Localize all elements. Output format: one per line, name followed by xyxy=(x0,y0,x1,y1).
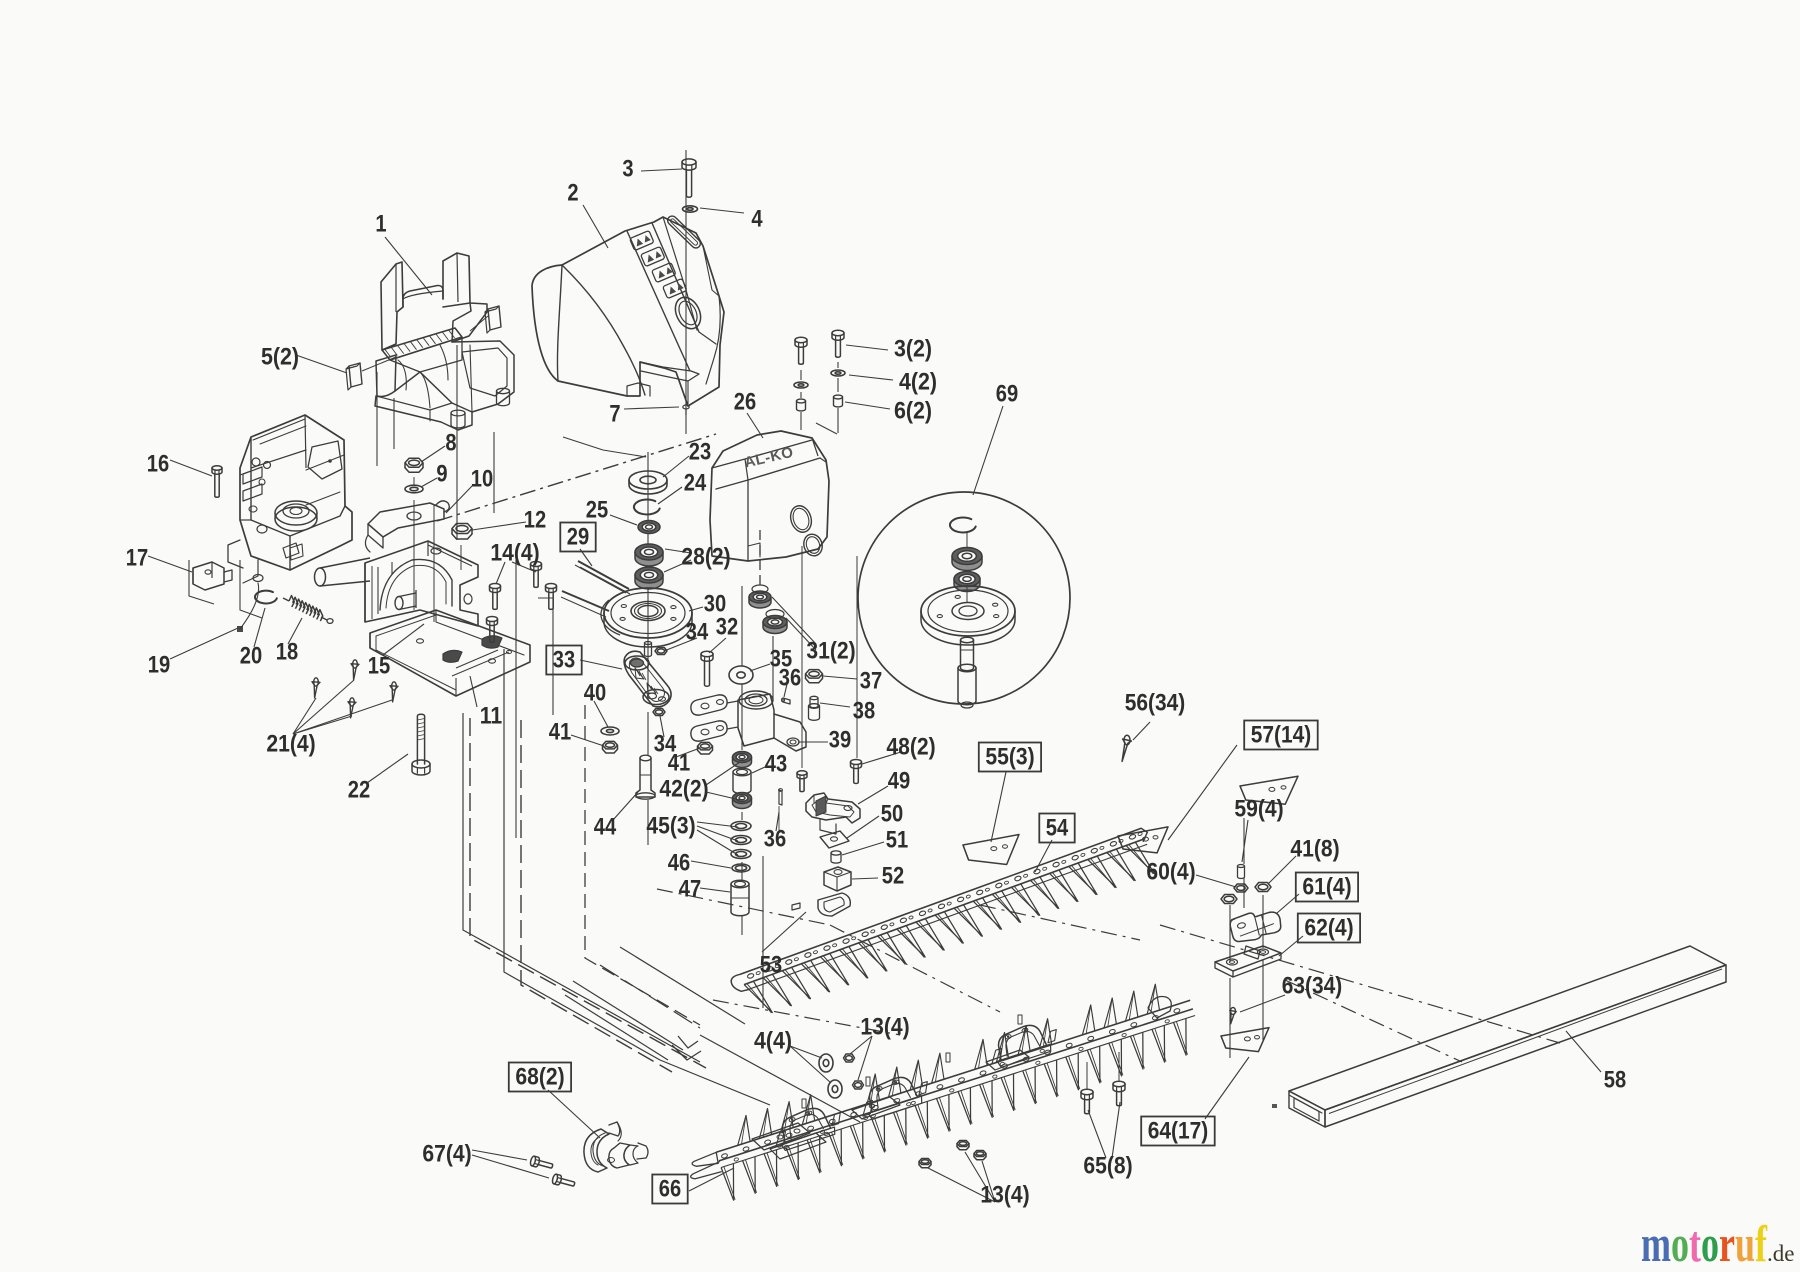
svg-text:37: 37 xyxy=(860,668,882,695)
svg-text:59(4): 59(4) xyxy=(1234,796,1283,823)
svg-text:41(8): 41(8) xyxy=(1290,836,1339,863)
svg-text:4: 4 xyxy=(751,206,763,233)
svg-text:51: 51 xyxy=(886,827,908,854)
svg-text:16: 16 xyxy=(147,451,169,478)
svg-text:47: 47 xyxy=(679,876,701,903)
svg-text:22: 22 xyxy=(348,777,370,804)
svg-text:5(2): 5(2) xyxy=(261,344,299,371)
svg-text:3(2): 3(2) xyxy=(894,336,932,363)
svg-text:32: 32 xyxy=(716,614,738,641)
svg-text:34: 34 xyxy=(686,619,709,646)
svg-text:53: 53 xyxy=(760,952,782,979)
svg-text:33: 33 xyxy=(553,647,575,674)
svg-text:10: 10 xyxy=(471,466,493,493)
svg-text:18: 18 xyxy=(276,639,298,666)
svg-text:62(4): 62(4) xyxy=(1304,915,1353,942)
svg-text:61(4): 61(4) xyxy=(1302,874,1351,901)
svg-text:11: 11 xyxy=(480,703,502,730)
svg-text:56(34): 56(34) xyxy=(1125,690,1186,717)
svg-text:57(14): 57(14) xyxy=(1251,722,1312,749)
svg-text:motoruf: motoruf xyxy=(1641,1216,1767,1272)
svg-text:44: 44 xyxy=(594,814,617,841)
svg-text:52: 52 xyxy=(882,863,904,890)
svg-text:29: 29 xyxy=(567,524,589,551)
svg-text:45(3): 45(3) xyxy=(646,813,695,840)
svg-text:2: 2 xyxy=(567,180,578,207)
svg-text:69: 69 xyxy=(996,381,1018,408)
svg-text:14(4): 14(4) xyxy=(490,540,539,567)
svg-text:28(2): 28(2) xyxy=(681,544,730,571)
svg-text:41: 41 xyxy=(668,750,690,777)
svg-text:15: 15 xyxy=(368,653,390,680)
svg-text:8: 8 xyxy=(445,430,456,457)
svg-text:6(2): 6(2) xyxy=(894,398,932,425)
svg-text:66: 66 xyxy=(659,1176,681,1203)
svg-text:67(4): 67(4) xyxy=(422,1141,471,1168)
svg-text:58: 58 xyxy=(1604,1067,1626,1094)
svg-text:41: 41 xyxy=(549,719,571,746)
svg-text:39: 39 xyxy=(829,727,851,754)
svg-text:68(2): 68(2) xyxy=(515,1064,564,1091)
svg-text:65(8): 65(8) xyxy=(1083,1153,1132,1180)
svg-text:43: 43 xyxy=(765,751,787,778)
svg-text:1: 1 xyxy=(375,211,386,238)
svg-text:3: 3 xyxy=(622,156,633,183)
svg-text:48(2): 48(2) xyxy=(886,734,935,761)
svg-text:35: 35 xyxy=(770,646,792,673)
svg-text:55(3): 55(3) xyxy=(985,744,1034,771)
svg-text:24: 24 xyxy=(684,470,707,497)
svg-text:63(34): 63(34) xyxy=(1282,973,1343,1000)
svg-text:20: 20 xyxy=(240,643,262,670)
svg-text:4(2): 4(2) xyxy=(899,369,937,396)
svg-text:13(4): 13(4) xyxy=(860,1014,909,1041)
svg-text:36: 36 xyxy=(779,665,801,692)
svg-text:19: 19 xyxy=(148,652,170,679)
svg-text:17: 17 xyxy=(126,545,148,572)
svg-text:49: 49 xyxy=(888,768,910,795)
svg-text:21(4): 21(4) xyxy=(266,731,315,758)
svg-text:7: 7 xyxy=(609,401,620,428)
svg-text:60(4): 60(4) xyxy=(1146,859,1195,886)
svg-text:.de: .de xyxy=(1767,1241,1794,1266)
svg-text:38: 38 xyxy=(853,698,875,725)
svg-text:9: 9 xyxy=(436,461,447,488)
svg-text:12: 12 xyxy=(524,507,546,534)
svg-text:50: 50 xyxy=(881,801,903,828)
svg-text:54: 54 xyxy=(1046,815,1069,842)
svg-text:46: 46 xyxy=(668,850,690,877)
svg-text:13(4): 13(4) xyxy=(980,1182,1029,1209)
svg-text:42(2): 42(2) xyxy=(659,776,708,803)
svg-text:23: 23 xyxy=(689,439,711,466)
svg-text:25: 25 xyxy=(586,497,608,524)
svg-text:26: 26 xyxy=(734,389,756,416)
svg-text:31(2): 31(2) xyxy=(806,638,855,665)
svg-text:64(17): 64(17) xyxy=(1148,1118,1209,1145)
svg-text:4(4): 4(4) xyxy=(754,1028,792,1055)
svg-text:30: 30 xyxy=(704,591,726,618)
svg-text:34: 34 xyxy=(654,731,677,758)
svg-text:40: 40 xyxy=(584,680,606,707)
svg-text:36: 36 xyxy=(764,826,786,853)
